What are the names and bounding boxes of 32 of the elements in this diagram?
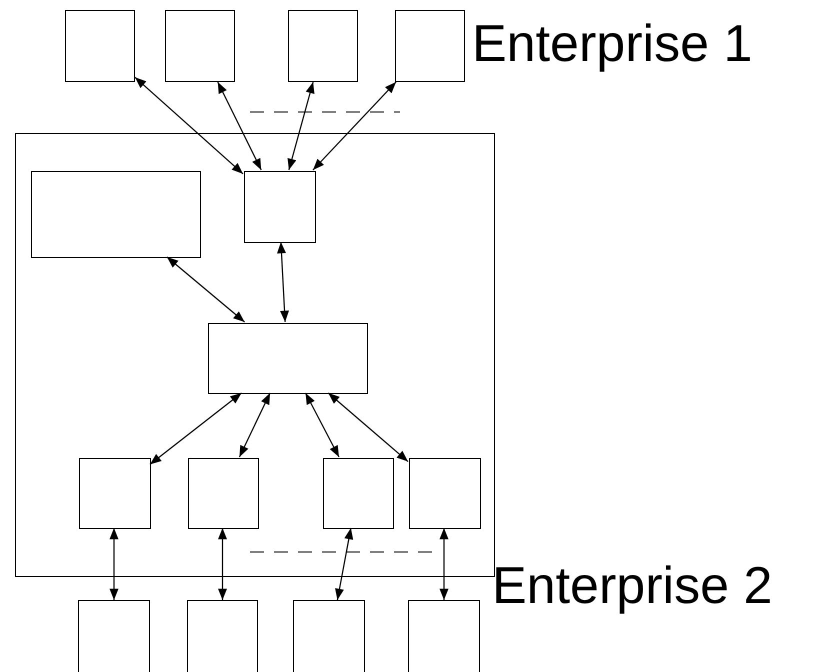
arrow — [150, 392, 242, 465]
arrow — [217, 82, 262, 170]
arrow — [328, 392, 408, 462]
outline-box — [31, 171, 201, 258]
outline-box — [208, 323, 368, 394]
arrow — [110, 528, 118, 600]
outline-box — [244, 171, 316, 243]
heading-label: Enterprise 1 — [472, 18, 752, 70]
outline-box — [409, 458, 481, 529]
arrow — [238, 392, 271, 458]
arrow — [335, 528, 354, 600]
arrow — [166, 256, 245, 322]
outline-box — [188, 458, 259, 529]
arrow — [218, 528, 227, 600]
outline-box — [165, 10, 235, 82]
arrow — [277, 242, 290, 322]
outline-box — [288, 10, 358, 82]
group-frame — [15, 133, 495, 577]
outline-box — [408, 600, 480, 672]
arrow — [312, 82, 396, 170]
outline-box — [65, 10, 135, 82]
heading-label: Enterprise 2 — [492, 560, 772, 612]
outline-box — [187, 600, 258, 672]
outline-box — [395, 10, 465, 82]
arrow — [305, 392, 340, 458]
outline-box — [293, 600, 365, 672]
outline-box — [323, 458, 394, 529]
arrow — [134, 76, 244, 174]
arrow — [440, 528, 448, 600]
arrow — [288, 82, 314, 170]
outline-box — [79, 458, 151, 529]
outline-box — [78, 600, 150, 672]
